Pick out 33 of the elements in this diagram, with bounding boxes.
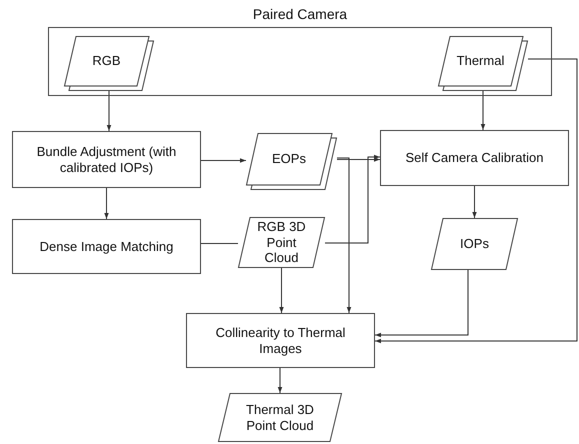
arrow	[374, 58, 578, 344]
process-box	[12, 131, 201, 188]
process-box	[380, 130, 569, 186]
node-label: RGB	[92, 53, 122, 70]
arrow	[374, 270, 468, 338]
arrow	[336, 158, 352, 314]
node-label: EOPs	[272, 151, 307, 168]
node-label: Thermal 3D Point Cloud	[245, 402, 315, 434]
arrow	[106, 90, 112, 132]
arrow	[472, 186, 477, 218]
process-box	[186, 313, 375, 368]
node-label: RGB 3D Point Cloud	[256, 219, 307, 266]
arrow	[278, 368, 282, 394]
arrow	[279, 268, 284, 314]
arrow	[104, 188, 109, 220]
data-parallelogram	[218, 393, 342, 442]
arrow	[480, 90, 486, 130]
node-label: Bundle Adjustment (with calibrated IOPs)	[36, 144, 178, 176]
data-parallelogram	[431, 218, 518, 270]
process-box	[12, 219, 201, 274]
arrow	[336, 157, 380, 162]
group-title: Paired Camera	[252, 6, 348, 22]
stacked-data-shape	[438, 36, 528, 91]
node-label: IOPs	[459, 236, 490, 252]
node-label: Dense Image Matching	[38, 238, 174, 254]
arrow	[200, 158, 246, 163]
node-label: Self Camera Calibration	[404, 150, 544, 166]
arrow	[324, 154, 380, 244]
data-parallelogram	[238, 217, 325, 268]
stacked-data-shape	[64, 36, 154, 91]
stacked-data-shape	[246, 133, 337, 190]
node-label: Collinearity to Thermal Images	[214, 324, 346, 356]
node-label: Thermal	[456, 53, 506, 70]
